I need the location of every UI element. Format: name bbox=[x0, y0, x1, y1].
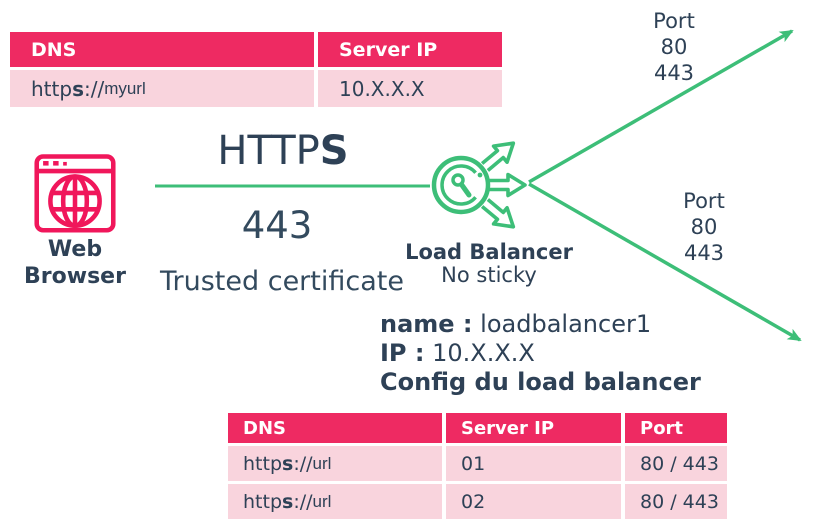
browser-window-dots bbox=[43, 161, 67, 166]
web-browser-label-line1: Web bbox=[47, 237, 103, 262]
url-scheme: http bbox=[243, 452, 283, 475]
config-name-line: name : loadbalancer1 bbox=[380, 310, 701, 339]
url-scheme: http bbox=[31, 76, 73, 101]
web-browser-icon bbox=[34, 154, 116, 233]
port-label-bottom: Port 80 443 bbox=[659, 188, 749, 266]
config-name-label: name : bbox=[380, 310, 473, 338]
server-ip-cell: 01 bbox=[446, 446, 621, 481]
port-label-top-line2: 80 bbox=[660, 35, 688, 59]
config-ip-value: 10.X.X.X bbox=[432, 339, 535, 367]
url-host: url bbox=[312, 453, 332, 473]
load-balancer-icon bbox=[431, 141, 527, 229]
protocol-secure-s: S bbox=[319, 128, 349, 174]
url-secure-s: s bbox=[72, 76, 84, 101]
load-balancer-title: Load Balancer bbox=[405, 240, 573, 264]
url-secure-s: s bbox=[282, 490, 294, 513]
config-ip-label: IP : bbox=[380, 339, 425, 367]
load-balancer-config: name : loadbalancer1 IP : 10.X.X.X Confi… bbox=[380, 310, 701, 397]
protocol-label: HTTPS bbox=[158, 128, 408, 174]
server-ip-cell: 10.X.X.X bbox=[318, 70, 502, 107]
port-label-bottom-line1: Port bbox=[683, 189, 725, 213]
port-cell: 80 / 443 bbox=[625, 446, 727, 481]
web-browser-label-line2: Browser bbox=[24, 264, 126, 289]
url-separator: :// bbox=[293, 490, 313, 513]
port-label-top: Port 80 443 bbox=[629, 8, 719, 86]
load-balancer-subtitle: No sticky bbox=[441, 263, 537, 287]
protocol-regular: HTTP bbox=[217, 128, 320, 174]
url-host: myurl bbox=[104, 78, 146, 98]
top-header-dns: DNS bbox=[10, 32, 314, 67]
port-label-top-line1: Port bbox=[653, 9, 695, 33]
url-separator: :// bbox=[293, 452, 313, 475]
top-header-server-ip: Server IP bbox=[318, 32, 502, 67]
bottom-header-port: Port bbox=[625, 413, 727, 443]
server-ip-cell: 02 bbox=[446, 484, 621, 519]
port-label-bottom-line3: 443 bbox=[683, 241, 725, 265]
url-host: url bbox=[312, 491, 332, 511]
bottom-header-server-ip: Server IP bbox=[446, 413, 621, 443]
trusted-certificate-label: Trusted certificate bbox=[160, 266, 404, 297]
table-header-row: DNS Server IP Port bbox=[228, 413, 727, 443]
url-secure-s: s bbox=[282, 452, 294, 475]
config-ip-line: IP : 10.X.X.X bbox=[380, 339, 701, 368]
web-browser-label: Web Browser bbox=[2, 236, 148, 290]
config-title: Config du load balancer bbox=[380, 368, 701, 396]
url-separator: :// bbox=[83, 76, 105, 101]
distribution-arrows bbox=[480, 141, 527, 229]
connection-port-label: 443 bbox=[241, 204, 313, 247]
table-header-row: DNS Server IP bbox=[10, 32, 502, 67]
port-cell: 80 / 443 bbox=[625, 484, 727, 519]
bottom-header-dns: DNS bbox=[228, 413, 442, 443]
port-label-bottom-line2: 80 bbox=[690, 215, 718, 239]
config-name-value: loadbalancer1 bbox=[480, 310, 652, 338]
port-label-top-line3: 443 bbox=[653, 61, 695, 85]
url-scheme: http bbox=[243, 490, 283, 513]
